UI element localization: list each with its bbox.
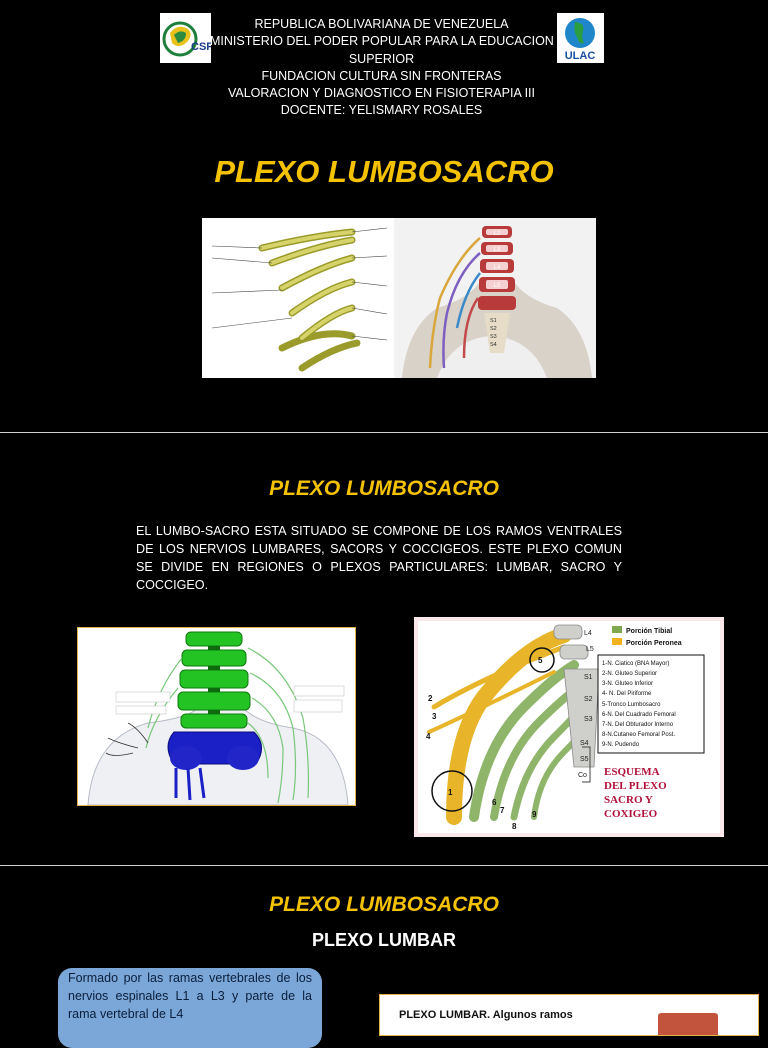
legend-label: Porción Tibial [626, 628, 672, 635]
scheme-caption-line: COXIGEO [604, 808, 658, 820]
header-line: SUPERIOR [348, 51, 415, 66]
slide-subtitle: PLEXO LUMBAR [312, 930, 456, 950]
sacral-label: S3 [490, 334, 497, 340]
level-label: S1 [584, 674, 593, 681]
figure-caption: PLEXO LUMBAR. Algunos ramos [399, 1009, 573, 1021]
sacral-plexus-scheme: L4 L5 S1 S2 S3 S4 S5 Co 1 2 3 4 5 6 7 8 … [414, 617, 724, 837]
slide-1: CSF REPUBLICA BOLIVARIANA DE VENEZUELA M… [0, 0, 768, 432]
ulac-logo-text: ULAC [565, 50, 596, 62]
nerve-list-item: 8-N.Cutaneo Femoral Post. [602, 732, 675, 738]
vertebra-label: L5 [494, 283, 501, 289]
nerve-list-item: 1-N. Ciatico (BNA Mayor) [602, 661, 669, 667]
callout-number: 3 [432, 712, 437, 721]
vertebra-label: L3 [494, 247, 501, 253]
institution-header: REPUBLICA BOLIVARIANA DE VENEZUELA MINIS… [210, 16, 554, 120]
slide-3: PLEXO LUMBOSACRO PLEXO LUMBAR Formado po… [0, 866, 768, 1048]
slide-title: PLEXO LUMBOSACRO [214, 154, 554, 189]
sacral-label: S2 [490, 326, 497, 332]
level-label: Co [578, 772, 587, 779]
nerve-list-item: 2-N. Gluteo Superior [602, 671, 657, 677]
level-label: S2 [584, 696, 593, 703]
sacral-label: S4 [490, 342, 497, 348]
csf-logo-text: CSF [191, 41, 211, 53]
legend-swatch-tibial [612, 626, 622, 633]
lumbar-plexus-figure: PLEXO LUMBAR. Algunos ramos [379, 994, 759, 1036]
nerve-list-item: 7-N. Del Obturador Interno [602, 722, 674, 728]
callout-number: 2 [428, 694, 433, 703]
nerve-list-item: 3-N. Gluteo Inferior [602, 681, 653, 687]
level-label: L4 [584, 630, 592, 637]
definition-callout: Formado por las ramas vertebrales de los… [58, 968, 322, 1048]
lumbosacral-plexus-illustration: L2 L3 L4 L5 S1 S2 S3 S4 [202, 218, 596, 378]
scheme-caption-line: ESQUEMA [604, 766, 660, 778]
callout-number: 1 [448, 788, 453, 797]
callout-number: 6 [492, 798, 497, 807]
scheme-caption-line: DEL PLEXO [604, 780, 667, 792]
vertebra-label: L2 [494, 231, 501, 237]
header-line: FUNDACION CULTURA SIN FRONTERAS [261, 68, 502, 83]
header-line: VALORACION Y DIAGNOSTICO EN FISIOTERAPIA… [227, 86, 535, 101]
csf-logo: CSF [160, 13, 213, 63]
sacral-label: S1 [490, 318, 497, 324]
callout-number: 9 [532, 810, 537, 819]
figure-thumbnail [658, 1013, 718, 1035]
callout-number: 8 [512, 822, 517, 831]
level-label: S5 [580, 756, 589, 763]
slide-divider [0, 432, 768, 433]
nerve-list-item: 4- N. Del Piriforme [602, 691, 652, 697]
nerve-list-item: 9-N. Pudendo [602, 742, 640, 748]
scheme-caption-line: SACRO Y [604, 794, 653, 806]
slide-2: PLEXO LUMBOSACRO EL LUMBO-SACRO ESTA SIT… [0, 433, 768, 865]
slide-title: PLEXO LUMBOSACRO [269, 893, 499, 916]
legend-label: Porción Peronea [626, 640, 682, 647]
callout-number: 7 [500, 806, 505, 815]
level-label: S4 [580, 740, 589, 747]
level-label: S3 [584, 716, 593, 723]
spine-nerve-3d-illustration [77, 627, 356, 806]
slide-body-text: EL LUMBO-SACRO ESTA SITUADO SE COMPONE D… [136, 524, 622, 592]
nerve-list-item: 5-Tronco Lumbosacro [602, 702, 661, 708]
header-line: DOCENTE: YELISMARY ROSALES [280, 103, 483, 118]
vertebra-label: L4 [494, 265, 501, 271]
ulac-logo: ULAC [557, 13, 604, 63]
header-line: REPUBLICA BOLIVARIANA DE VENEZUELA [254, 17, 509, 31]
callout-number: 4 [426, 732, 431, 741]
callout-number: 5 [538, 656, 543, 665]
nerve-list-item: 6-N. Del Cuadrado Femoral [602, 712, 676, 718]
header-line: MINISTERIO DEL PODER POPULAR PARA LA EDU… [210, 34, 554, 49]
slide-title: PLEXO LUMBOSACRO [269, 477, 499, 500]
legend-swatch-peronea [612, 638, 622, 645]
slide-divider [0, 865, 768, 866]
level-label: L5 [586, 646, 594, 653]
